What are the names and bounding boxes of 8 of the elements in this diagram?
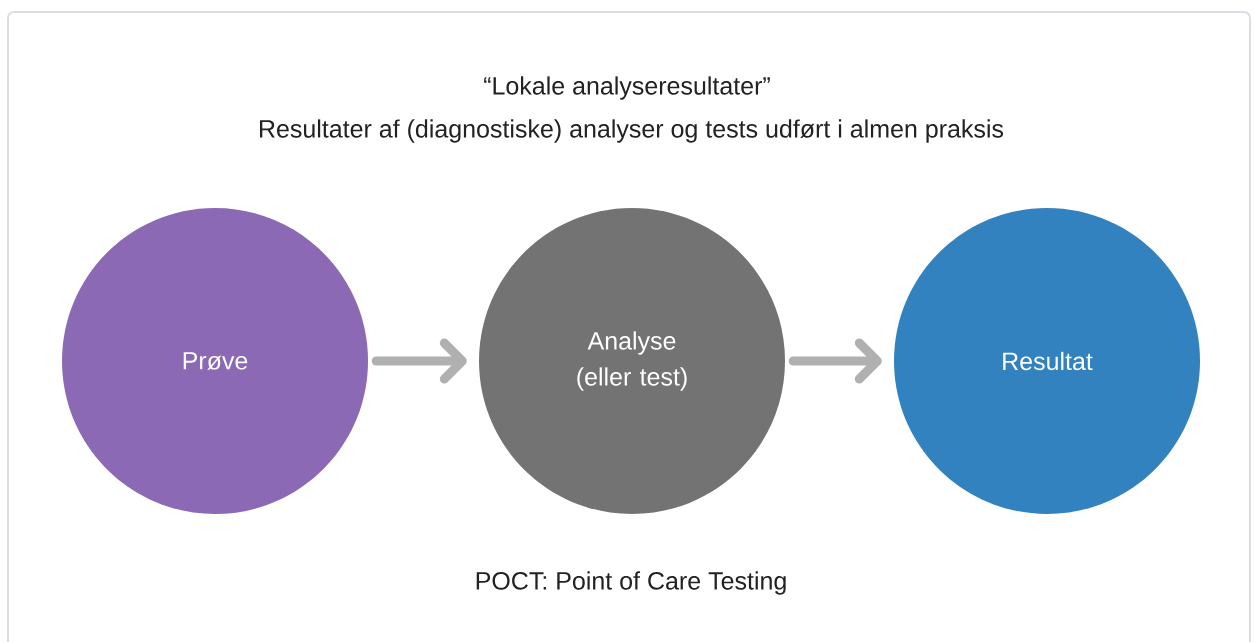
circle-node: Analyse (eller test) <box>479 208 785 514</box>
text-label: POCT: Point of Care Testing <box>476 571 786 595</box>
title: “Lokale analyseresultater” <box>484 76 770 100</box>
circle-node: Resultat <box>894 208 1200 514</box>
text-label: Resultater af (diagnostiske) analyser og tests udført i almen praksis <box>260 119 1004 143</box>
circle-node: Prøve <box>62 208 368 514</box>
arrow <box>788 338 882 384</box>
arrow <box>371 338 467 384</box>
